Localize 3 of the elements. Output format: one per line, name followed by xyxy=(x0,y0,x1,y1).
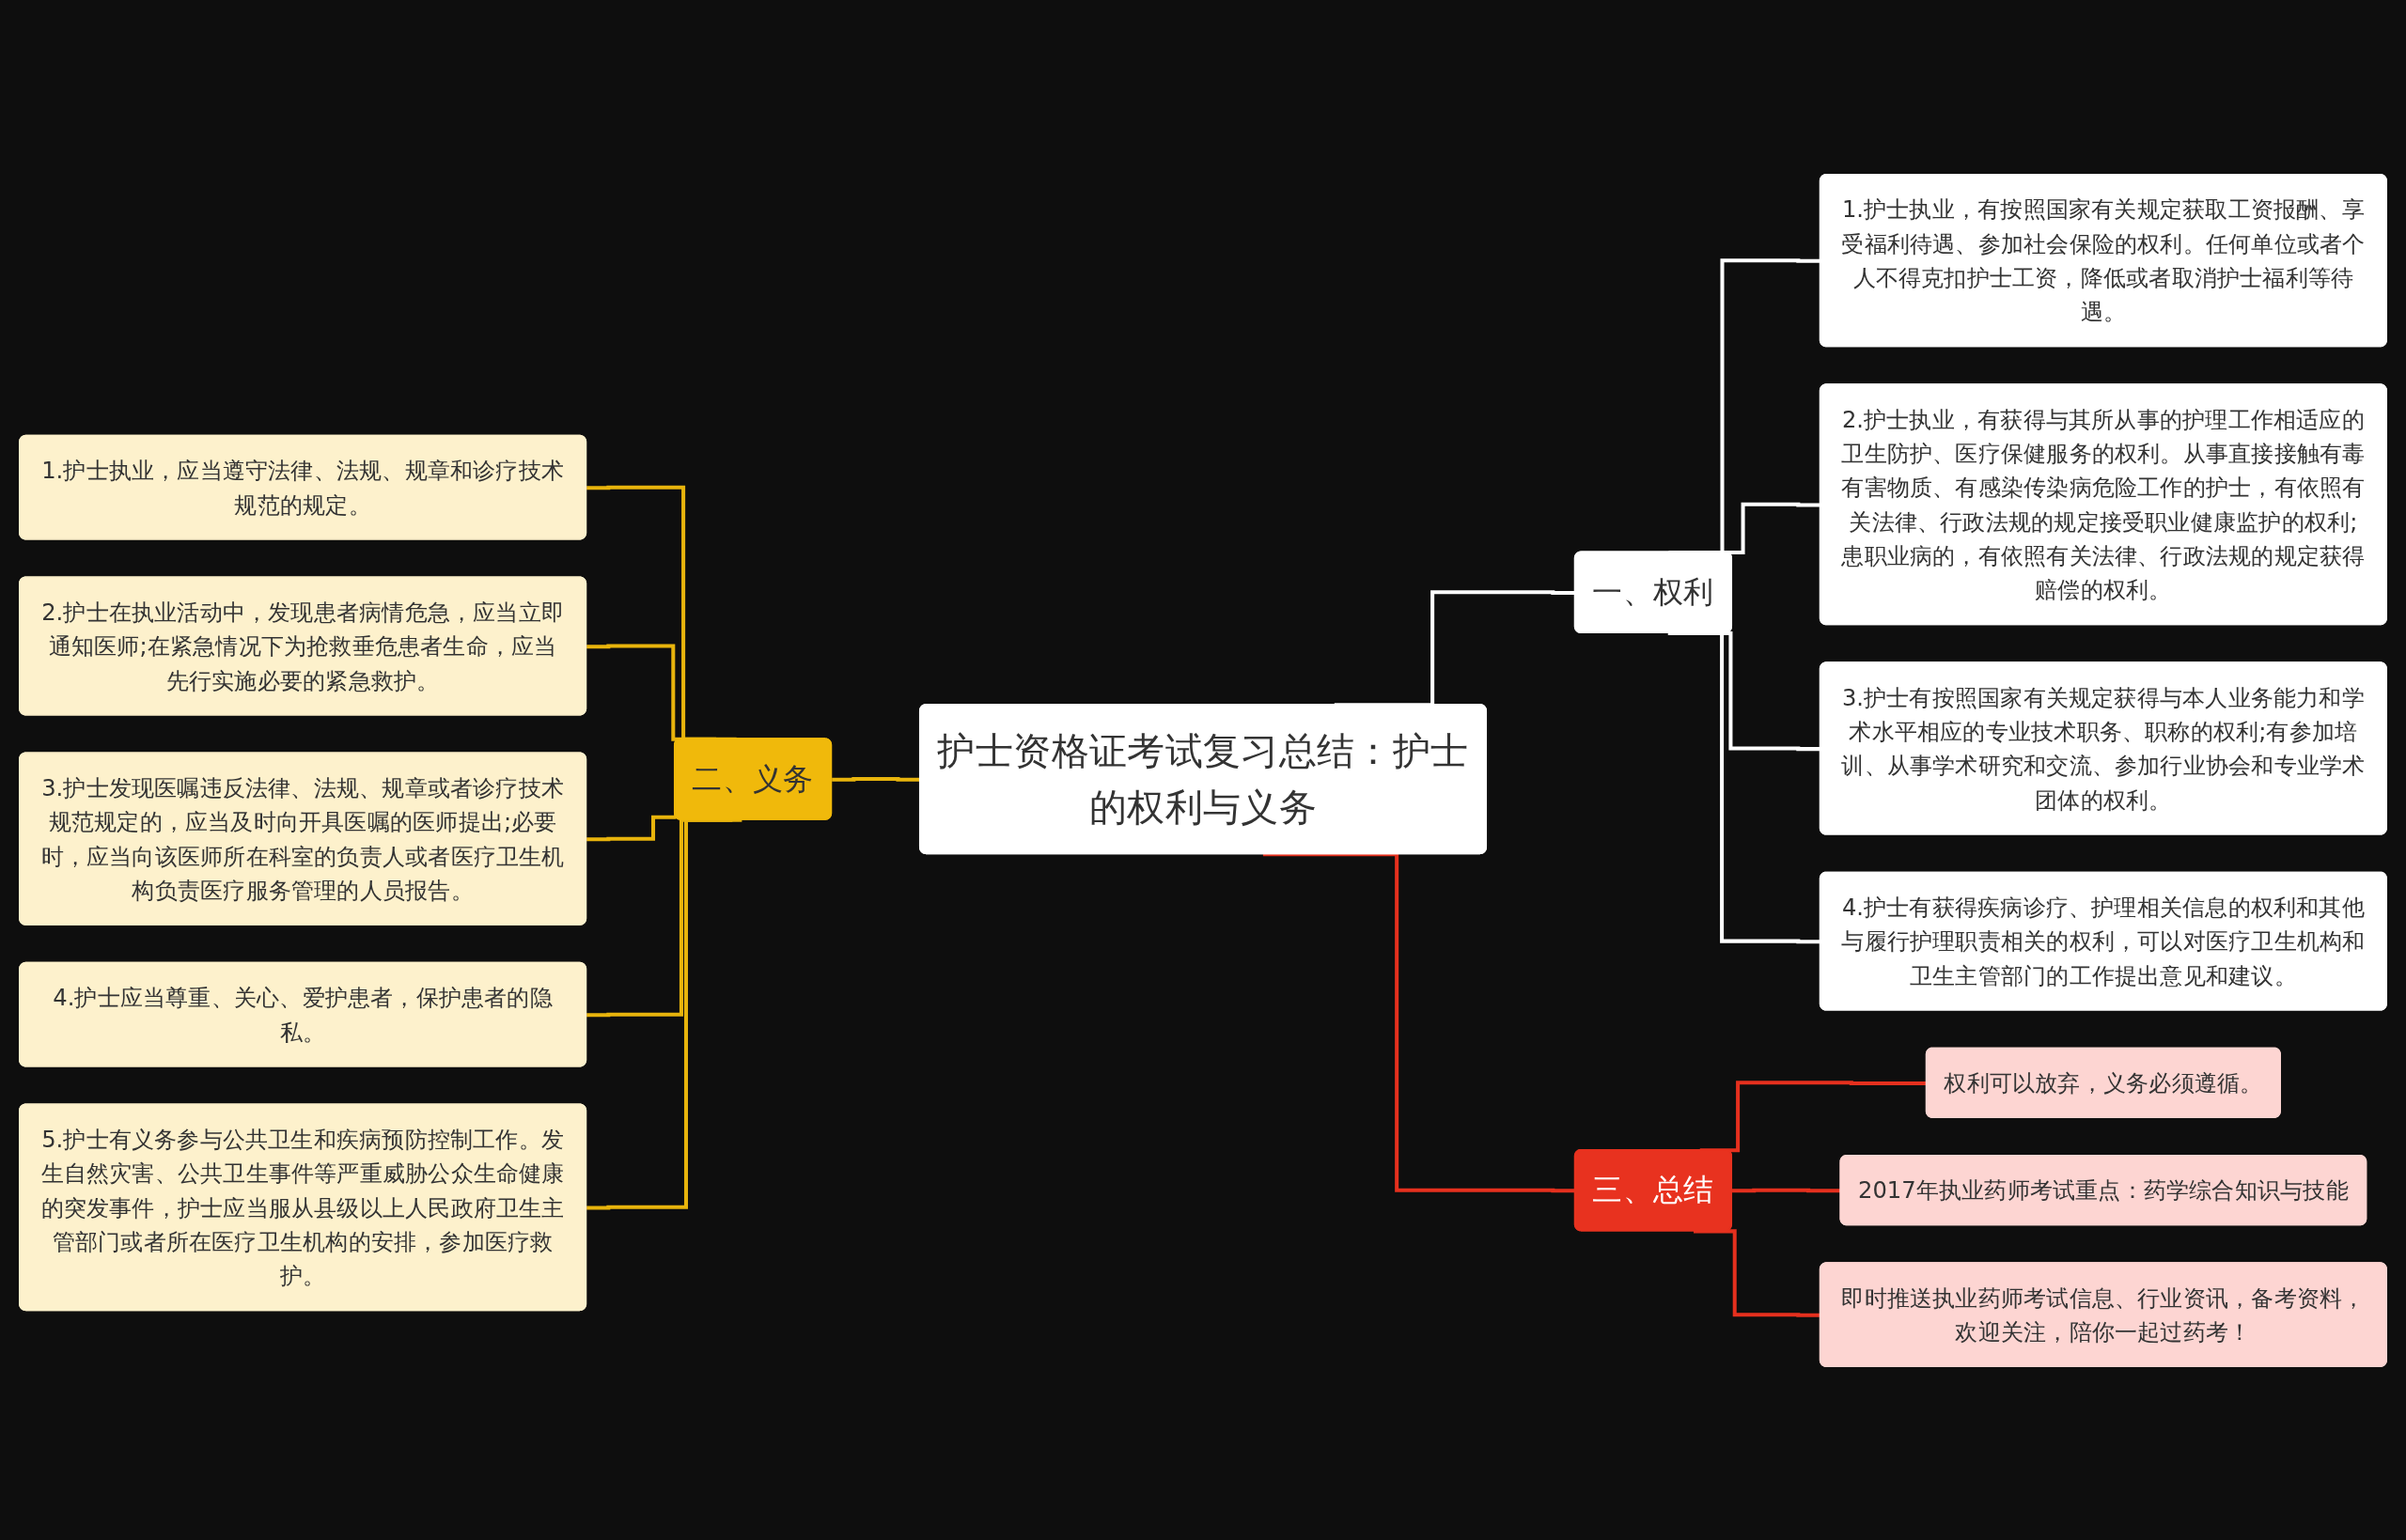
connector xyxy=(1732,1188,1841,1192)
connector xyxy=(586,815,677,841)
connector xyxy=(586,817,742,1209)
